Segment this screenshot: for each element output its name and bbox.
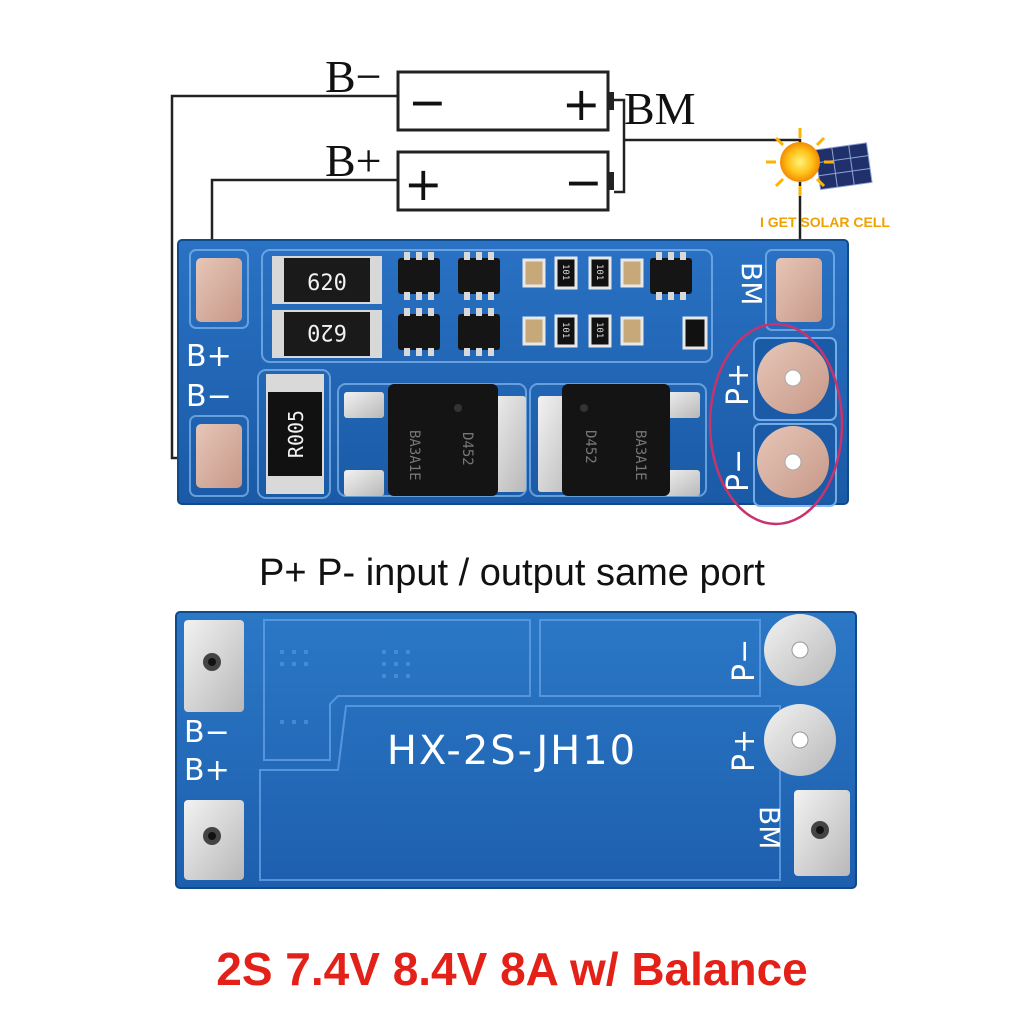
resistor-bottom: 620: [272, 310, 382, 358]
back-silk-b-minus: B−: [184, 715, 230, 750]
resistor-top: 620: [272, 256, 382, 304]
silk-bm: BM: [735, 262, 768, 305]
wire-bm: [614, 98, 626, 194]
wire-bm-to-pad: [624, 138, 802, 280]
cell-top-positive: +: [562, 77, 601, 131]
silk-p-plus: P+: [721, 363, 756, 406]
svg-text:620: 620: [307, 271, 347, 296]
logo-text: I GET SOLAR CELL: [760, 214, 890, 230]
back-silk-b-plus: B+: [184, 753, 230, 788]
caption-middle: P+ P- input / output same port: [259, 552, 765, 594]
model-number: HX-2S-JH10: [387, 728, 637, 774]
caption-bottom: 2S 7.4V 8.4V 8A w/ Balance: [216, 943, 808, 995]
svg-text:R005: R005: [284, 410, 308, 458]
back-pcb: B− B+ P− P+ BM HX-2S-JH10: [175, 611, 857, 889]
battery-cell-top: [396, 70, 610, 132]
silk-b-minus: B−: [186, 379, 232, 414]
shunt-resistor: R005: [266, 374, 324, 494]
svg-text:101: 101: [560, 264, 570, 280]
svg-text:D452: D452: [582, 430, 598, 464]
label-b-plus: B+: [325, 135, 382, 186]
cell-top-negative: −: [408, 75, 447, 129]
cell-bottom-negative: −: [564, 155, 603, 209]
pad-b-plus: [196, 258, 242, 322]
back-silk-p-plus: P+: [727, 729, 762, 772]
battery-cell-bottom: [396, 150, 610, 212]
highlight-ellipse: [708, 322, 844, 526]
back-silk-bm: BM: [753, 806, 786, 849]
svg-text:101: 101: [560, 322, 570, 338]
pad-bm: [776, 258, 822, 322]
svg-text:620: 620: [307, 319, 347, 344]
silk-p-minus: P−: [721, 449, 756, 492]
cell-bottom-positive: +: [404, 157, 443, 211]
back-silk-p-minus: P−: [727, 639, 762, 682]
sun-solar-panel-icon: [766, 128, 873, 196]
silk-b-plus: B+: [186, 339, 232, 374]
svg-text:BA3A1E: BA3A1E: [632, 430, 648, 481]
label-bm: BM: [624, 83, 696, 134]
svg-text:101: 101: [594, 264, 604, 280]
svg-text:101: 101: [594, 322, 604, 338]
mosfet-left: D452 BA3A1E: [344, 384, 526, 496]
svg-text:BA3A1E: BA3A1E: [406, 430, 422, 481]
ic-chips: [398, 258, 692, 350]
smd-components: [522, 256, 708, 350]
label-b-minus: B−: [325, 51, 382, 102]
mosfet-right: D452 BA3A1E: [538, 384, 700, 496]
svg-text:D452: D452: [459, 432, 475, 466]
pad-b-minus: [196, 424, 242, 488]
front-pcb: B+ B− BM 620 620: [177, 239, 849, 526]
